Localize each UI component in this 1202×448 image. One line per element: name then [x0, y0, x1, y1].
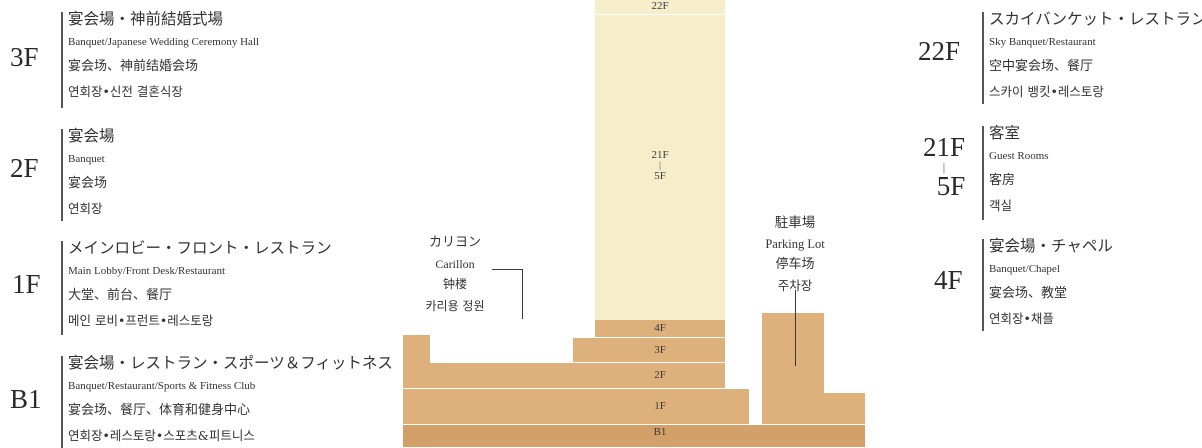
floor-22f-label: 22F: [651, 0, 669, 12]
label-korean: 연회장•채플: [989, 311, 1054, 326]
parking-annotation: 駐車場 Parking Lot 停车场 주차장: [749, 212, 841, 296]
label-korean: 메인 로비•프런트•레스토랑: [68, 313, 214, 328]
floor-number: 2F: [10, 153, 39, 183]
carillon-cn: 钟楼: [442, 277, 467, 291]
podium-b1: [403, 424, 865, 447]
divider-bar: [61, 356, 63, 448]
label-chinese: 大堂、前台、餐厅: [68, 288, 173, 303]
label-chinese: 客房: [989, 173, 1016, 188]
floor-4f-label: 4F: [654, 322, 666, 334]
floor-4f-entry: 4F 宴会場・チャペル Banquet/Chapel 宴会场、教堂 연회장•채플: [912, 235, 1202, 335]
label-japanese: スカイバンケット・レストラン: [989, 10, 1202, 28]
label-japanese: 宴会場: [68, 127, 115, 145]
label-chinese: 空中宴会场、餐厅: [989, 59, 1094, 74]
floor-2f-entry: 2F 宴会場 Banquet 宴会场 연회장: [0, 125, 400, 225]
floor-22f-entry: 22F スカイバンケット・レストラン Sky Banquet/Restauran…: [912, 8, 1202, 108]
floor-1f-entry: 1F メインロビー・フロント・レストラン Main Lobby/Front De…: [0, 237, 400, 337]
floor-21f-label: 21F: [651, 149, 669, 161]
floor-range-tick: |: [659, 160, 661, 170]
floor-number: 4F: [934, 265, 963, 295]
carillon-pointer-h: [492, 269, 523, 270]
label-english: Main Lobby/Front Desk/Restaurant: [68, 265, 226, 277]
floor-number-range: 21F | 5F: [912, 134, 976, 200]
divider-bar: [982, 126, 984, 220]
label-japanese: 宴会場・チャペル: [989, 237, 1113, 255]
label-english: Banquet: [68, 153, 105, 165]
podium-2f: [430, 362, 725, 389]
floor-number: 1F: [12, 269, 41, 299]
parking-jp: 駐車場: [774, 215, 816, 231]
parking-block: [762, 313, 824, 424]
floor-b1-entry: B1 宴会場・レストラン・スポーツ＆フィットネス Banquet/Restaur…: [0, 352, 400, 448]
floor-number: 3F: [10, 42, 39, 72]
label-korean: 객실: [989, 198, 1013, 213]
parking-pointer-line: [795, 290, 796, 366]
divider-bar: [61, 12, 63, 108]
label-chinese: 宴会场: [68, 176, 108, 191]
podium-4f: [595, 320, 725, 337]
label-korean: 스카이 뱅킷•레스토랑: [989, 84, 1104, 99]
carillon-pointer-v: [522, 269, 523, 319]
label-english: Banquet/Restaurant/Sports & Fitness Club: [68, 380, 256, 392]
carillon-annotation: カリヨン Carillon 钟楼 카리용 정원: [405, 232, 505, 317]
label-english: Banquet/Chapel: [989, 263, 1060, 275]
floor-range-tick: |: [942, 160, 946, 174]
label-japanese: メインロビー・フロント・レストラン: [68, 239, 332, 257]
label-korean: 연회장•레스토랑•스포츠&피트니스: [68, 428, 255, 443]
parking-kr: 주차장: [777, 278, 813, 293]
podium-3f: [573, 337, 725, 363]
label-japanese: 宴会場・レストラン・スポーツ＆フィットネス: [68, 354, 393, 372]
label-japanese: 客室: [989, 124, 1021, 142]
floor-number-top: 21F: [922, 132, 966, 162]
label-english: Banquet/Japanese Wedding Ceremony Hall: [68, 36, 260, 48]
label-korean: 연회장•신전 결혼식장: [68, 84, 183, 99]
label-japanese: 宴会場・神前結婚式場: [68, 10, 224, 28]
tower-top-line: [595, 14, 725, 15]
carillon-kr: 카리용 정원: [425, 299, 485, 313]
parking-cn: 停车场: [775, 257, 815, 272]
floor-b1-label: B1: [653, 426, 667, 438]
divider-bar: [982, 239, 984, 331]
carillon-en: Carillon: [435, 257, 475, 271]
floor-3f-entry: 3F 宴会場・神前結婚式場 Banquet/Japanese Wedding C…: [0, 8, 400, 108]
label-korean: 연회장: [68, 201, 103, 216]
floor-3f-label: 3F: [654, 344, 666, 356]
podium-left-tall: [403, 335, 430, 388]
floor-21f-5f-entry: 21F | 5F 客室 Guest Rooms 客房 객실: [912, 122, 1202, 222]
label-chinese: 宴会场、餐厅、体育和健身中心: [68, 403, 251, 418]
label-chinese: 宴会场、神前结婚会场: [68, 59, 199, 74]
divider-bar: [982, 12, 984, 104]
divider-bar: [61, 129, 63, 221]
label-english: Sky Banquet/Restaurant: [989, 36, 1096, 48]
label-chinese: 宴会场、教堂: [989, 286, 1068, 301]
parking-en: Parking Lot: [765, 237, 825, 251]
podium-1f: [403, 388, 749, 425]
divider-bar: [61, 241, 63, 335]
floor-number: 22F: [918, 36, 961, 66]
carillon-jp: カリヨン: [428, 235, 481, 250]
label-english: Guest Rooms: [989, 150, 1049, 162]
floor-1f-label: 1F: [654, 400, 666, 412]
floor-5f-label: 5F: [654, 170, 666, 182]
floor-2f-label: 2F: [654, 369, 666, 381]
floor-number-bottom: 5F: [936, 171, 966, 201]
tower-block: [595, 0, 725, 320]
parking-ramp: [824, 393, 865, 424]
floor-number: B1: [10, 384, 42, 414]
